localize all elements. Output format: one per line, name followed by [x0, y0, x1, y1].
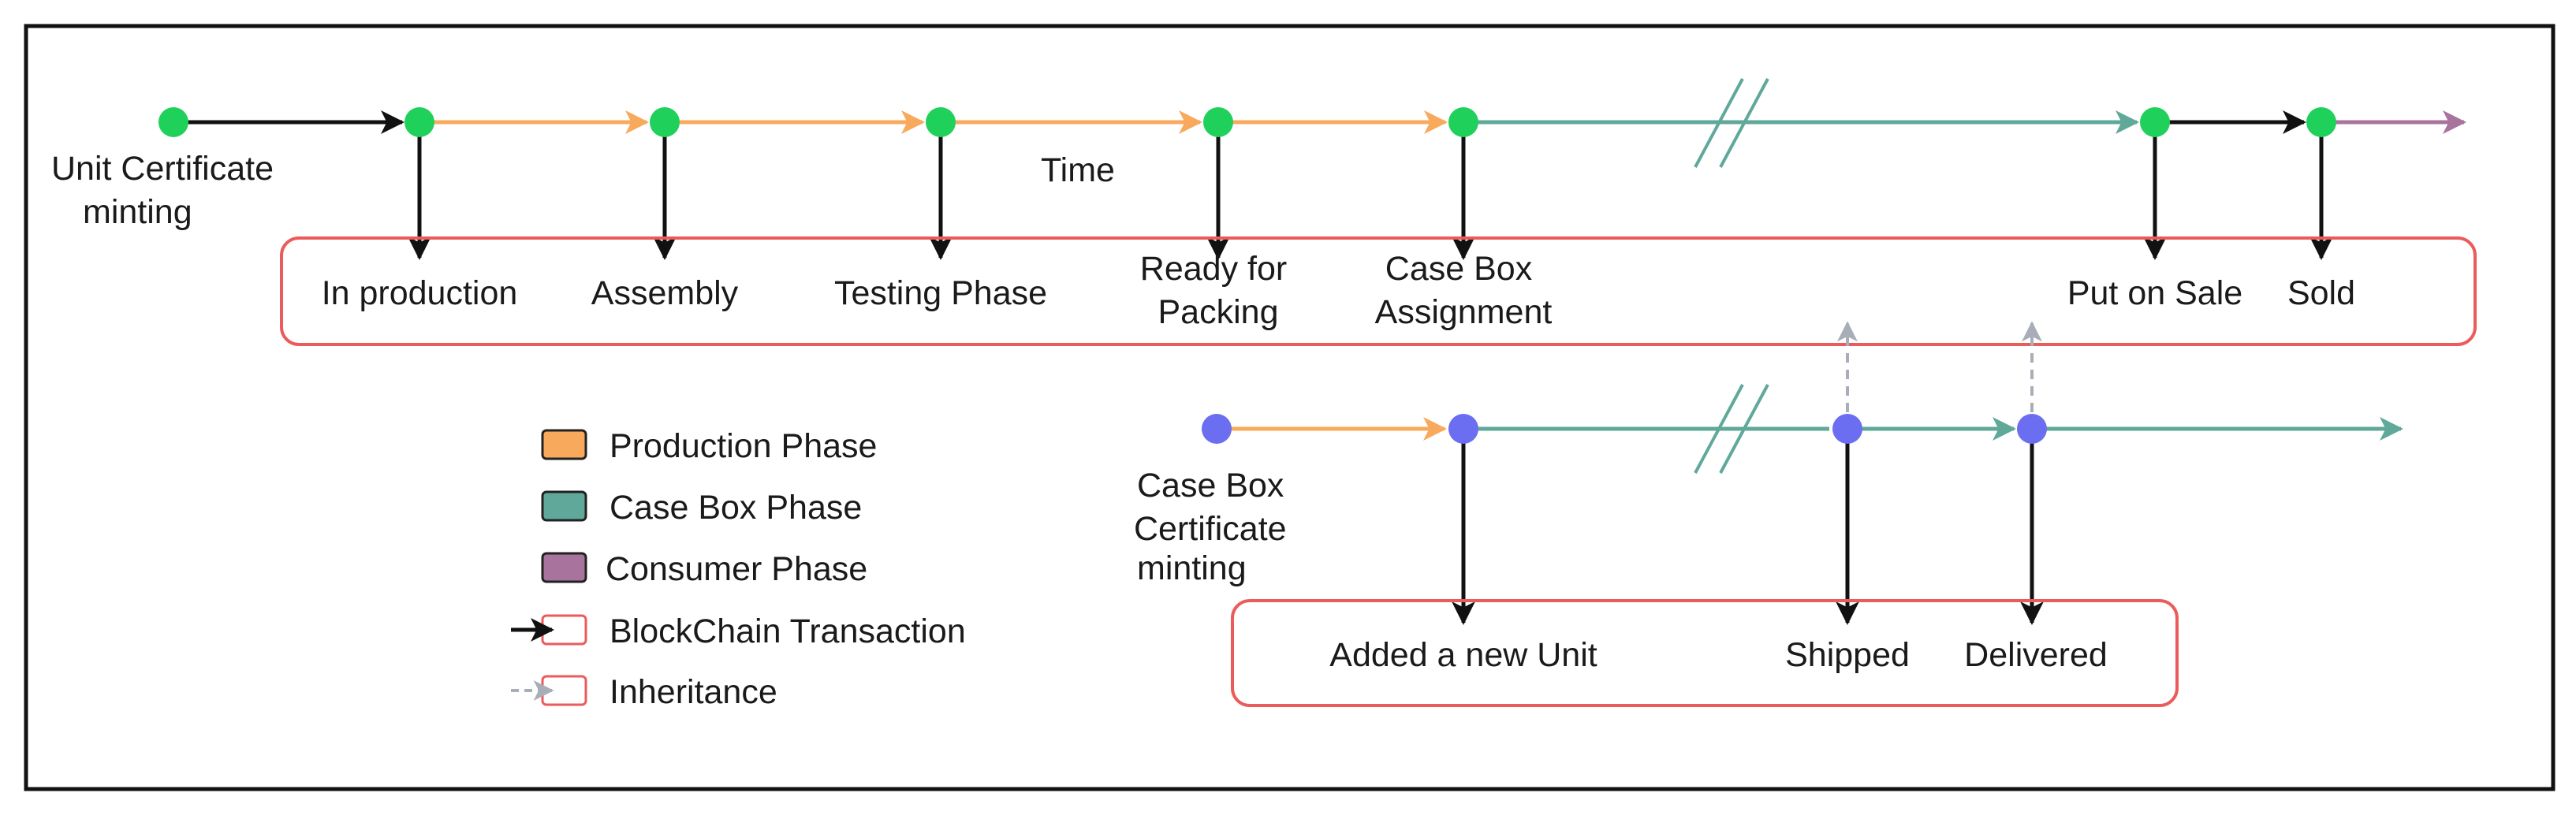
node-ready-for-packing	[1203, 107, 1233, 137]
stage-label-ready-for-packing: Ready for Packing	[1140, 250, 1296, 331]
case-transactions-box	[1231, 599, 2179, 707]
legend-item-production: Production Phase	[541, 427, 877, 465]
case-box-timeline: Case Box Certificate minting Added a new…	[1134, 384, 2403, 707]
node-assembly	[650, 107, 680, 137]
stage-label-shipped: Shipped	[1785, 636, 1910, 674]
stage-label-testing-phase: Testing Phase	[834, 274, 1047, 312]
node-unit-minting	[158, 107, 188, 137]
legend-label-case-box: Case Box Phase	[610, 489, 862, 527]
legend-swatch-consumer	[541, 552, 587, 583]
stage-label-sold: Sold	[2287, 274, 2355, 312]
unit-timeline: Unit Certificate minting Time In product…	[51, 78, 2477, 346]
case-minting-label: Case Box Certificate minting	[1134, 467, 1296, 587]
inheritance-arrows	[1837, 321, 2042, 429]
node-sold	[2306, 107, 2336, 137]
stage-label-assembly: Assembly	[591, 274, 739, 312]
outer-frame	[24, 24, 2555, 791]
unit-transactions-box	[280, 236, 2477, 346]
legend-label-consumer: Consumer Phase	[606, 550, 867, 588]
stage-label-delivered: Delivered	[1964, 636, 2108, 674]
legend-item-inheritance: Inheritance	[511, 673, 777, 711]
case-nodes	[1202, 414, 2047, 444]
legend-item-blockchain-transaction: BlockChain Transaction	[511, 612, 966, 650]
legend-item-case-box: Case Box Phase	[541, 489, 862, 527]
node-case-box-minting	[1202, 414, 1232, 444]
unit-nodes	[158, 107, 2336, 137]
unit-drop-arrows	[408, 122, 2333, 260]
node-put-on-sale	[2140, 107, 2170, 137]
timeline-break-mark	[1694, 78, 1769, 168]
node-in-production	[404, 107, 434, 137]
legend-item-consumer: Consumer Phase	[541, 550, 867, 588]
legend-label-inheritance: Inheritance	[610, 673, 777, 711]
node-testing-phase	[926, 107, 956, 137]
stage-label-case-box-assignment: Case Box Assignment	[1375, 250, 1553, 331]
legend-label-blockchain-transaction: BlockChain Transaction	[610, 612, 966, 650]
case-drop-arrows	[1452, 429, 2044, 625]
stage-label-in-production: In production	[322, 274, 518, 312]
node-shipped	[1832, 414, 1862, 444]
node-added-new-unit	[1448, 414, 1478, 444]
legend-swatch-case-box	[541, 490, 587, 522]
legend: Production Phase Case Box Phase Consumer…	[511, 427, 966, 711]
node-case-box-assignment	[1448, 107, 1478, 137]
legend-label-production: Production Phase	[610, 427, 877, 465]
stage-label-put-on-sale: Put on Sale	[2067, 274, 2242, 312]
time-label: Time	[1041, 151, 1115, 189]
unit-minting-label: Unit Certificate minting	[51, 150, 283, 231]
legend-swatch-production	[541, 429, 587, 460]
stage-label-added-new-unit: Added a new Unit	[1329, 636, 1597, 674]
case-timeline-break-mark	[1694, 384, 1769, 474]
legend-swatch-inheritance-box	[541, 675, 587, 706]
node-delivered	[2017, 414, 2047, 444]
